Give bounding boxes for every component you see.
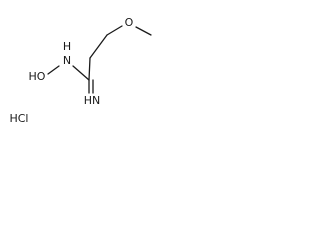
bond-methyl-oxygen bbox=[135, 26, 152, 36]
atom-labels: O N H HO HN bbox=[29, 16, 134, 107]
bond-nitrogen-hydroxyl bbox=[47, 65, 60, 75]
atom-imine-group: HN bbox=[84, 94, 101, 107]
structure-diagram: O N H HO HN HCl bbox=[9, 16, 152, 125]
bond-ch2-amidine-carbon bbox=[88, 57, 91, 81]
bond-amidine-carbon-nitrogen bbox=[72, 65, 90, 81]
bonds bbox=[47, 25, 152, 94]
bond-ch2-ch2 bbox=[89, 34, 108, 59]
atom-amine-hydrogen: H bbox=[63, 40, 71, 53]
counterion-label: HCl bbox=[9, 112, 28, 125]
bond-oxygen-ch2 bbox=[106, 25, 123, 36]
atom-methoxy-oxygen: O bbox=[125, 16, 134, 29]
atom-amine-nitrogen: N bbox=[63, 54, 71, 67]
atom-hydroxy-group: HO bbox=[29, 70, 46, 83]
